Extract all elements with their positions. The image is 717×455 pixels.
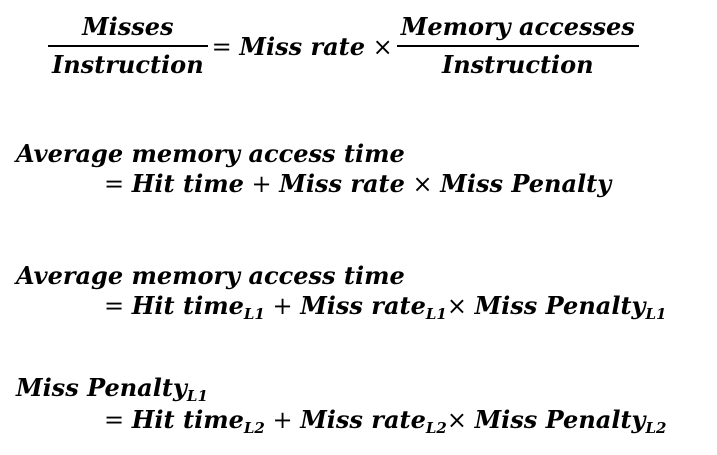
subscript-l1: L1 [243, 305, 265, 323]
hit-time-term: Hit time [131, 291, 244, 320]
plus-sign: + [272, 292, 293, 320]
miss-rate-term: Miss rate [239, 31, 366, 61]
miss-penalty-term: Miss Penalty [474, 291, 646, 320]
accesses-per-instruction-fraction: Memory accesses Instruction [396, 11, 639, 81]
misses-per-instruction-fraction: Misses Instruction [48, 11, 208, 81]
subscript-l2: L2 [425, 419, 447, 437]
miss-penalty-l1-lhs: Miss PenaltyL1 [16, 372, 208, 412]
hit-time-term: Hit time [131, 405, 244, 434]
miss-penalty-term: Miss Penalty [440, 169, 612, 198]
subscript-l1: L1 [645, 305, 667, 323]
equals-sign: = [104, 406, 125, 434]
amat-l1-rhs: = Hit timeL1 + Miss rateL1× Miss Penalty… [104, 290, 666, 330]
plus-sign: + [251, 170, 272, 198]
fraction-numerator: Misses [82, 12, 174, 41]
equals-sign: = [104, 170, 125, 198]
miss-penalty-l1-rhs: = Hit timeL2 + Miss rateL2× Miss Penalty… [104, 404, 666, 444]
miss-penalty-term: Miss Penalty [16, 373, 187, 402]
fraction-denominator: Instruction [52, 50, 204, 79]
miss-rate-term: Miss rate [279, 169, 405, 198]
amat-lhs: Average memory access time [16, 139, 405, 168]
hit-time-term: Hit time [131, 169, 244, 198]
fraction-denominator: Instruction [441, 50, 594, 79]
amat-rhs: = Hit time + Miss rate × Miss Penalty [104, 168, 611, 200]
times-sign: × [446, 406, 467, 434]
miss-rate-term: Miss rate [300, 405, 426, 434]
subscript-l2: L2 [645, 419, 667, 437]
misses-per-instruction-equation: Misses Instruction = Miss rate × Memory … [48, 6, 639, 86]
times-sign: × [412, 170, 433, 198]
subscript-l1: L1 [425, 305, 447, 323]
fraction-bar [396, 45, 639, 47]
plus-sign: + [272, 406, 293, 434]
miss-rate-term: Miss rate [300, 291, 426, 320]
amat-l1-lhs: Average memory access time [16, 261, 405, 290]
equals-sign: = [104, 292, 125, 320]
equals-sign: = [211, 32, 232, 61]
miss-penalty-term: Miss Penalty [474, 405, 646, 434]
fraction-numerator: Memory accesses [400, 12, 635, 41]
times-sign: × [372, 32, 393, 61]
times-sign: × [446, 292, 467, 320]
subscript-l2: L2 [243, 419, 265, 437]
fraction-bar [48, 45, 208, 47]
subscript-l1: L1 [186, 387, 208, 405]
